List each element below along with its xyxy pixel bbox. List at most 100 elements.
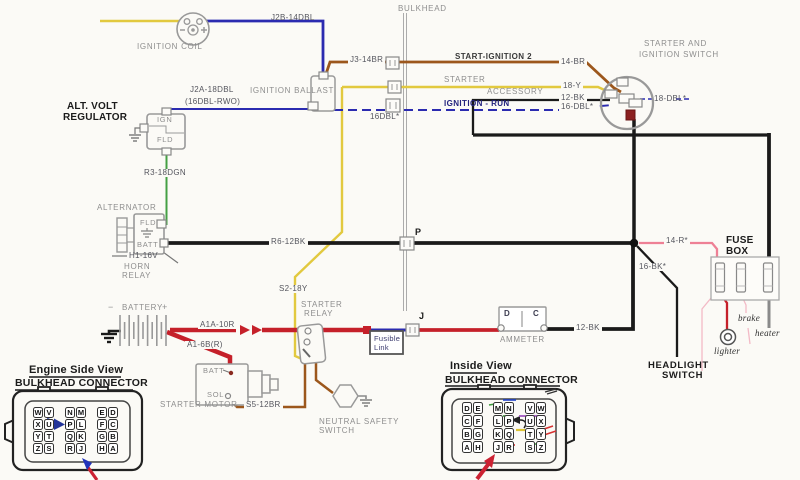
ammeter-label: AMMETER — [500, 335, 545, 344]
starter-relay — [296, 323, 327, 365]
wire-nss-brown — [314, 363, 334, 394]
wire-label-18y: 18-Y — [561, 81, 584, 90]
h1-16v-dashes — [112, 251, 179, 264]
pin-D: D — [108, 407, 118, 418]
pin-Y: Y — [536, 428, 546, 440]
regulator-label-2: REGULATOR — [63, 112, 128, 123]
wire-label-16dbl-switch: 16-DBL* — [559, 102, 596, 111]
pin-R: R — [65, 443, 75, 454]
terminal-j3-icon — [385, 56, 400, 70]
wire-label-j2a-18dbl: J2A-18DBL — [190, 85, 234, 94]
alternator-label: ALTERNATOR — [97, 203, 157, 212]
engine-view-title: Engine Side View — [29, 364, 124, 376]
pin-B: B — [462, 428, 472, 440]
pin-A: A — [108, 443, 118, 454]
ammeter — [497, 306, 548, 332]
junction-dot — [629, 238, 639, 248]
alternator-fld-label: FLD — [140, 218, 157, 227]
pin-W: W — [536, 402, 546, 414]
wire-label-16bk: 16-BK* — [637, 262, 669, 271]
alternator-batt-label: BATT — [137, 240, 159, 249]
circuit-label-ignition-run: IGNITION - RUN — [444, 99, 510, 108]
pin-F: F — [473, 415, 483, 427]
pin-C: C — [108, 419, 118, 430]
pin-Z: Z — [33, 443, 43, 454]
wire-label-18dbl: 18-DBL* — [654, 94, 687, 103]
bulkhead-panel-line — [403, 13, 407, 311]
neutral-safety-switch — [332, 384, 359, 408]
ignition-switch-label-2: IGNITION SWITCH — [639, 50, 719, 59]
neutral-safety-label-2: SWITCH — [319, 426, 355, 435]
wire-break-arrows — [236, 324, 262, 336]
pin-G: G — [97, 431, 107, 442]
battery-label: BATTERY — [122, 303, 164, 312]
wire-label-12bk-accessory: 12-BK — [559, 93, 587, 102]
pin-N: N — [504, 402, 514, 414]
brake-wire-label: brake — [738, 313, 760, 323]
fusible-link-box — [369, 330, 404, 355]
ignition-switch — [599, 75, 655, 131]
fuse-box-label-2: BOX — [726, 246, 749, 257]
inside-view-subtitle: BULKHEAD CONNECTOR — [445, 374, 578, 386]
ignition-switch-label-1: STARTER AND — [644, 39, 707, 48]
ignition-coil — [176, 12, 210, 46]
ignition-ballast — [307, 71, 336, 112]
wire-s2-18y — [293, 87, 344, 361]
bulkhead-label: BULKHEAD — [398, 4, 447, 13]
wire-j2b-14dbl — [206, 19, 325, 73]
terminal-ignrun-icon — [385, 98, 401, 113]
pin-T: T — [525, 428, 535, 440]
ammeter-c-terminal: C — [533, 309, 540, 318]
wire-battery-ground — [101, 329, 121, 344]
wire-label-j2b-14dbl: J2B-14DBL — [271, 13, 315, 22]
nss-ground — [358, 395, 372, 407]
pin-G: G — [473, 428, 483, 440]
regulator-ign-terminal-label: IGN — [157, 115, 173, 124]
pin-H: H — [97, 443, 107, 454]
pin-B: B — [108, 431, 118, 442]
wire-label-a1a-10r: A1A-10R — [198, 320, 237, 329]
starter-motor — [195, 363, 279, 406]
wire-headlight-16bk — [636, 245, 679, 357]
terminal-starter-icon — [387, 80, 402, 94]
pin-T: T — [44, 431, 54, 442]
horn-relay-label-2: RELAY — [122, 271, 152, 280]
pin-V: V — [44, 407, 54, 418]
horn-relay-label-1: HORN — [124, 262, 151, 271]
pin-W: W — [33, 407, 43, 418]
wire-label-14br: 14-BR — [559, 57, 588, 66]
pin-F: F — [97, 419, 107, 430]
neutral-safety-label-1: NEUTRAL SAFETY — [319, 417, 400, 426]
pin-E: E — [97, 407, 107, 418]
fusible-link-label-1: Fusible — [374, 334, 401, 343]
regulator-fld-terminal-label: FLD — [157, 135, 174, 144]
pin-V: V — [525, 402, 535, 414]
wire-label-s5-12br: S5-12BR — [244, 400, 283, 409]
wire-label-r3-18dgn: R3-18DGN — [142, 168, 188, 177]
pin-M: M — [76, 407, 86, 418]
wire-label-h1-16v: H1-16V — [129, 251, 158, 260]
pin-K: K — [493, 428, 503, 440]
pin-H: H — [473, 441, 483, 453]
pin-Z: Z — [536, 441, 546, 453]
pin-J: J — [493, 441, 503, 453]
wire-label-r6-12bk: R6-12BK — [269, 237, 308, 246]
pin-D: D — [462, 402, 472, 414]
ammeter-d-terminal: D — [504, 309, 511, 318]
pin-L: L — [76, 419, 86, 430]
engine-pin-j-arrow — [82, 458, 99, 480]
wire-brake-pink2 — [747, 327, 751, 345]
wire-label-14r: 14-R* — [664, 236, 690, 245]
pin-L: L — [493, 415, 503, 427]
battery-minus-label: − — [108, 302, 114, 312]
pin-C: C — [462, 415, 472, 427]
pin-U: U — [525, 415, 535, 427]
starter-relay-label-2: RELAY — [304, 309, 334, 318]
engine-view-subtitle: BULKHEAD CONNECTOR — [15, 377, 148, 389]
pin-X: X — [536, 415, 546, 427]
inside-view-title: Inside View — [450, 360, 512, 372]
circuit-label-starter: STARTER — [444, 75, 486, 84]
wire-label-16dbl-bulkhead: 16DBL* — [370, 112, 400, 121]
terminal-j-icon — [405, 323, 420, 337]
